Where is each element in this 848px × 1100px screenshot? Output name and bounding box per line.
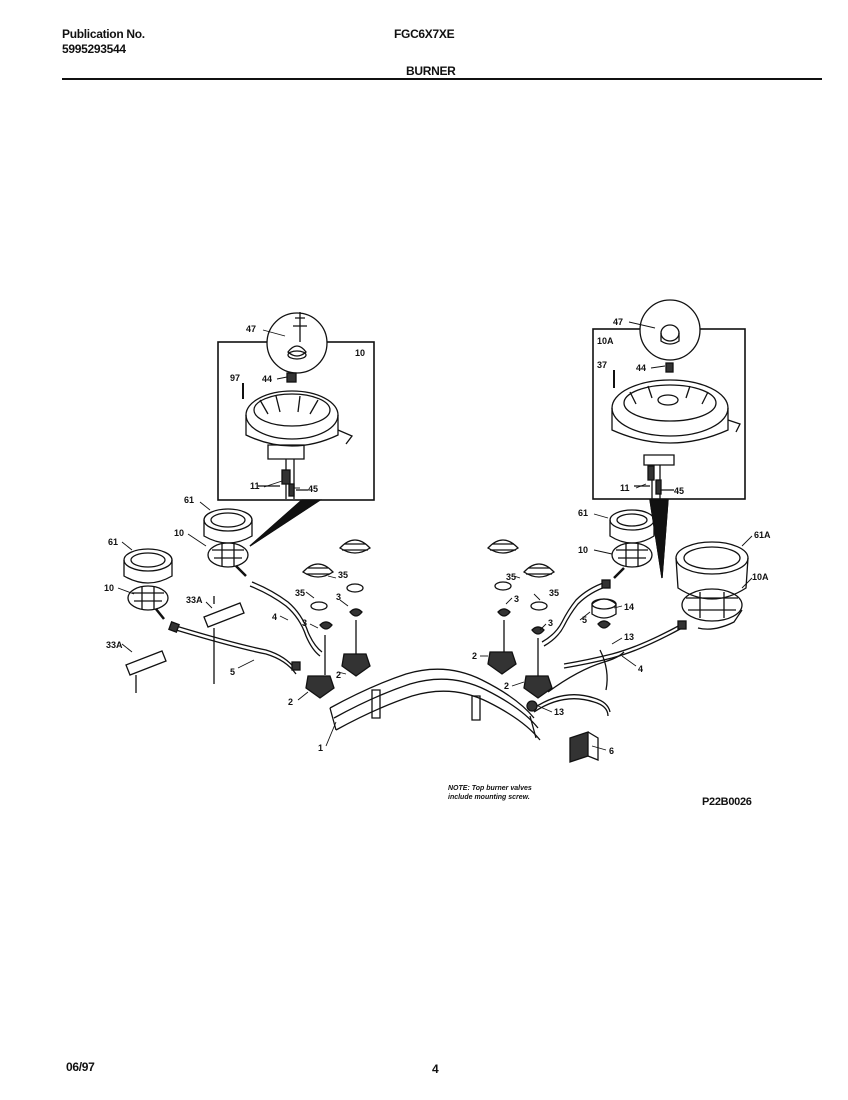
callout-44-left: 44: [262, 374, 272, 384]
tube-4-left: [251, 581, 323, 653]
callout-3-right-1: 3: [514, 594, 519, 604]
knob-35-left-2: [339, 539, 371, 554]
callout-5-left: 5: [230, 667, 235, 677]
bracket-33a-lower: [125, 650, 167, 676]
switch-6: [569, 731, 589, 763]
note-line-2: include mounting screw.: [448, 794, 530, 801]
drawing-code: P22B0026: [702, 796, 752, 808]
callout-2-left-upper: 2: [336, 670, 341, 680]
page-number: 4: [432, 1062, 439, 1076]
callout-35-right-2: 35: [549, 588, 559, 598]
callout-10-left-rear: 10: [174, 528, 184, 538]
callout-35-right-1: 35: [506, 572, 516, 582]
callout-4-left: 4: [272, 612, 277, 622]
callout-61a-right-front: 61A: [754, 530, 771, 540]
callout-45-right: 45: [674, 486, 684, 496]
callout-13-upper: 13: [624, 632, 634, 642]
callout-10-right-rear: 10: [578, 545, 588, 555]
callout-10-left-front: 10: [104, 583, 114, 593]
burner-head-10-left-rear: [207, 542, 249, 568]
callout-11-right: 11: [620, 483, 630, 493]
callout-10a-inset: 10A: [597, 336, 614, 346]
callout-3-right-2: 3: [548, 618, 553, 628]
publication-label: Publication No.: [62, 27, 145, 41]
callout-11-left: 11: [250, 481, 260, 491]
valve-2-right-lower: [523, 675, 553, 699]
callout-1: 1: [318, 743, 323, 753]
callout-44-right: 44: [636, 363, 646, 373]
tube-5-right: [541, 581, 607, 643]
callout-10a-right-front: 10A: [752, 572, 769, 582]
right-detail-circle: [639, 299, 701, 361]
header-rule: [62, 78, 822, 80]
left-detail-circle: [266, 312, 328, 374]
right-detail-burner: [611, 379, 729, 437]
callout-2-right-lower: 2: [504, 681, 509, 691]
callout-61-right-rear: 61: [578, 508, 588, 518]
left-detail-burner: [245, 390, 339, 440]
footer-date: 06/97: [66, 1060, 95, 1074]
tube-13-lower: [533, 694, 611, 713]
top-burner-valve-note: NOTE: Top burner valves include mounting…: [448, 784, 532, 802]
knob-35-left-1: [302, 563, 334, 578]
knob-35-right-2: [523, 563, 555, 578]
tube-4-right: [563, 623, 683, 665]
bracket-33a-upper: [203, 602, 245, 628]
callout-61-left-front: 61: [108, 537, 118, 547]
burner-head-10-right-rear: [611, 542, 653, 568]
callout-2-right-upper: 2: [472, 651, 477, 661]
callout-13-lower: 13: [554, 707, 564, 717]
burner-head-10-left-front: [127, 585, 169, 611]
callout-5-right: 5: [582, 615, 587, 625]
callout-3-left-2: 3: [302, 618, 307, 628]
valve-2-right-upper: [487, 651, 517, 675]
manifold-1: [329, 668, 535, 719]
callout-6: 6: [609, 746, 614, 756]
callout-14: 14: [624, 602, 634, 612]
section-title: BURNER: [406, 64, 456, 78]
callout-33a-lower: 33A: [106, 640, 123, 650]
tube-13-upper: [547, 651, 625, 693]
knob-35-right-1: [487, 539, 519, 554]
callout-2-left-lower: 2: [288, 697, 293, 707]
callout-45-left: 45: [308, 484, 318, 494]
callout-4-right: 4: [638, 664, 643, 674]
callout-47-right: 47: [613, 317, 623, 327]
valve-2-left-upper: [341, 653, 371, 677]
callout-3-left-1: 3: [336, 592, 341, 602]
burner-head-10a-right-front: [681, 588, 743, 622]
valve-2-left-lower: [305, 675, 335, 699]
callout-35-left-2: 35: [338, 570, 348, 580]
callout-10-inset: 10: [355, 348, 365, 358]
callout-61-left-rear: 61: [184, 495, 194, 505]
publication-number: 5995293544: [62, 42, 126, 56]
tube-5-left: [175, 625, 297, 671]
callout-35-left-1: 35: [295, 588, 305, 598]
note-line-1: NOTE: Top burner valves: [448, 785, 532, 792]
callout-labels: 47 10 97 44 11 45 47 10A 37 44 11 45 61 …: [104, 317, 771, 756]
callout-97: 97: [230, 373, 240, 383]
callout-37: 37: [597, 360, 607, 370]
model-number: FGC6X7XE: [394, 27, 455, 41]
callout-33a-upper: 33A: [186, 595, 203, 605]
callout-47-left: 47: [246, 324, 256, 334]
